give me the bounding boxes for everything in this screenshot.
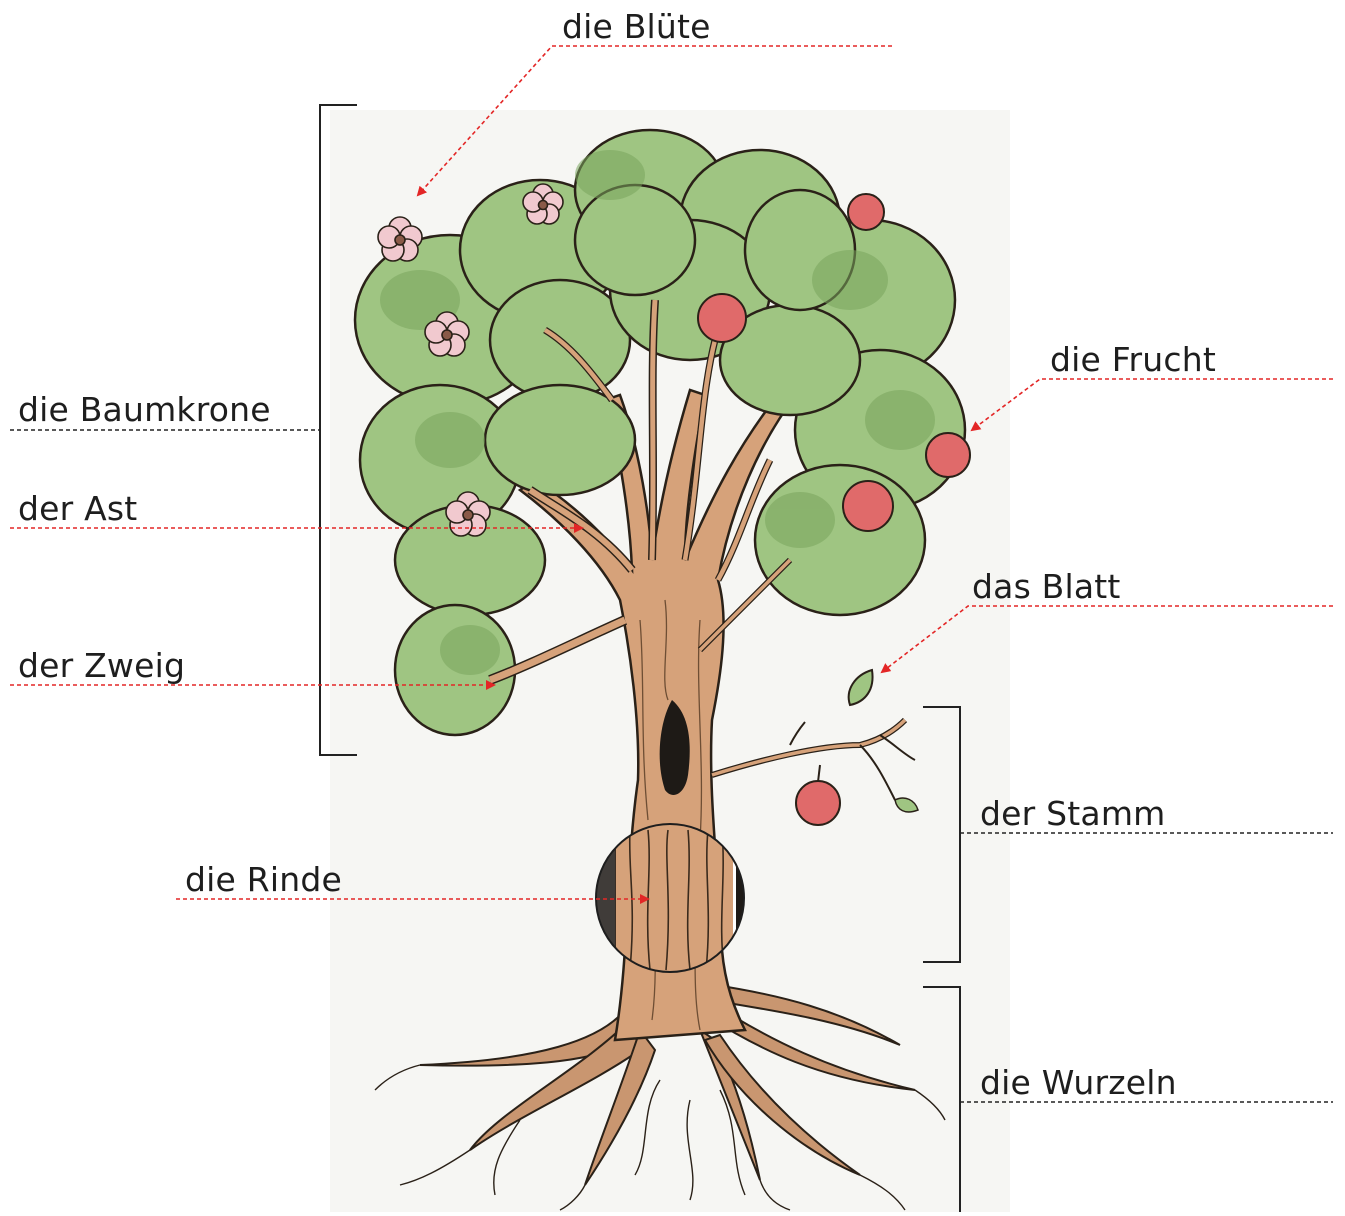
label-frucht: die Frucht xyxy=(1050,343,1216,376)
bark-magnifier xyxy=(596,824,746,972)
frucht-pointer xyxy=(972,379,1333,430)
label-zweig: der Zweig xyxy=(18,649,185,682)
label-rinde: die Rinde xyxy=(185,863,342,896)
label-baumkrone: die Baumkrone xyxy=(18,393,271,426)
label-stamm: der Stamm xyxy=(980,797,1166,830)
label-blatt: das Blatt xyxy=(972,570,1121,603)
label-bluete: die Blüte xyxy=(562,10,711,43)
label-ast: der Ast xyxy=(18,492,137,525)
label-wurzeln: die Wurzeln xyxy=(980,1066,1177,1099)
